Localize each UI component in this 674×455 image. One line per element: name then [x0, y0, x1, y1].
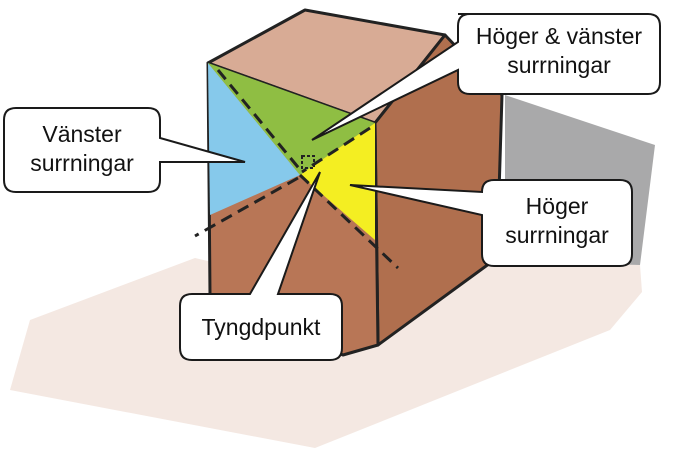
label-right: Höger surrningar	[482, 192, 632, 250]
combined-lashing-zone	[208, 63, 375, 175]
callout-right	[349, 179, 633, 267]
label-right-line1: Höger	[525, 193, 589, 219]
label-combined: Höger & vänster surrningar	[458, 22, 660, 80]
label-right-line2: surrningar	[505, 222, 609, 248]
label-center: Tyngdpunkt	[180, 313, 342, 342]
label-combined-line1: Höger & vänster	[475, 23, 643, 49]
label-center-line1: Tyngdpunkt	[201, 314, 321, 340]
center-of-gravity-marker	[301, 155, 315, 169]
label-left-line1: Vänster	[42, 121, 122, 147]
left-lashing-zone	[208, 63, 300, 215]
callout-left	[3, 107, 246, 193]
callout-combined	[311, 13, 661, 141]
label-combined-line2: surrningar	[507, 52, 611, 78]
label-left-line2: surrningar	[30, 150, 134, 176]
callout-center	[179, 171, 343, 361]
right-lashing-zone	[300, 123, 375, 240]
label-left: Vänster surrningar	[4, 120, 160, 178]
